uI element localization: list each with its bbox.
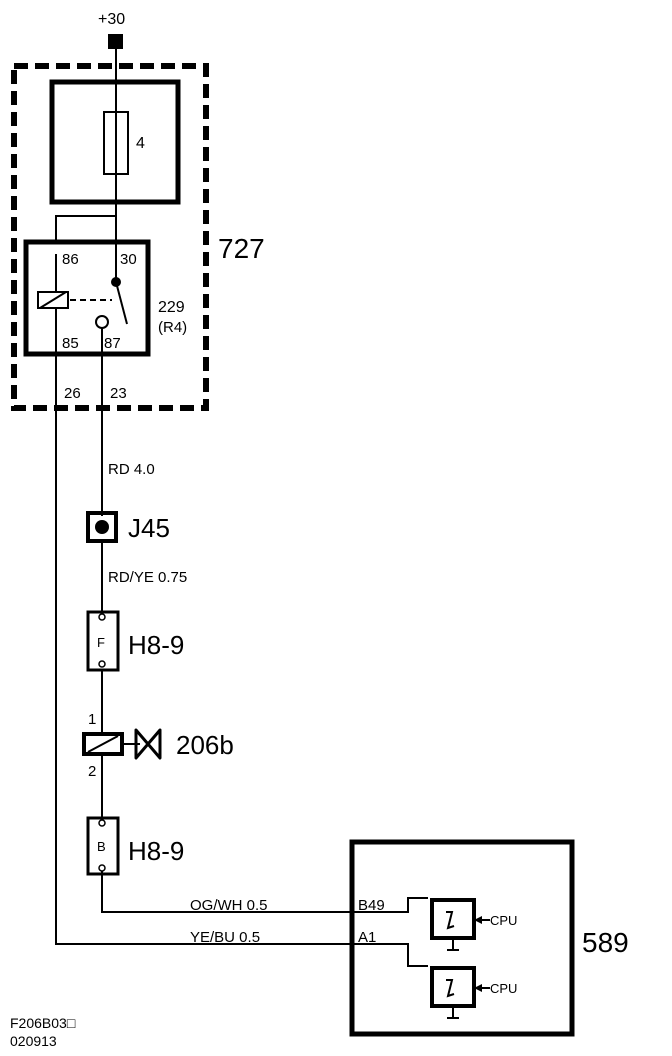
driver-1-symbol [446,911,455,930]
wire-label-rd: RD 4.0 [108,461,155,478]
connector-b-pin-top [98,819,106,827]
supply-label: +30 [98,11,125,28]
wire-label-yebu: YE/BU 0.5 [190,929,260,946]
wire-label-rdye: RD/YE 0.75 [108,569,187,586]
fuse-box-label: 727 [218,233,265,264]
connector-b-pin-bottom [98,864,106,872]
fuse-number: 4 [136,135,145,152]
relay-pin-30: 30 [120,251,137,268]
relay-229-outline [23,239,151,357]
connector-b-letter: B [97,839,106,854]
relay-sub: (R4) [158,319,187,336]
relay-pin-87: 87 [104,335,121,352]
driver-2 [430,966,476,1008]
box-pin-26: 26 [64,385,81,402]
relay-coil-slash [39,291,67,309]
control-unit-589 [349,839,575,1037]
connector-f-letter: F [97,635,105,650]
supply-terminal [108,34,123,49]
relay-id: 229 [158,299,185,316]
pin-a1: A1 [358,929,376,946]
valve-label: 206b [176,730,234,760]
driver-2-arrow-icon [474,984,482,992]
cpu-label-2: CPU [490,981,517,996]
relay-pin-86: 86 [62,251,79,268]
cpu-label-1: CPU [490,913,517,928]
fuse-box-727-outline [11,63,209,411]
valve-solenoid-slash [87,735,119,753]
connector-f-pin-top [98,613,106,621]
wire-yebu [55,354,428,967]
pin-b49: B49 [358,897,385,914]
box-pin-23: 23 [110,385,127,402]
splice-dot [95,520,109,534]
connector-f-pin-bottom [98,660,106,668]
footer-code: F206B03□ [10,1015,76,1031]
relay-contact-87 [95,315,109,329]
pin86-wire [55,215,116,242]
control-unit-label: 589 [582,927,629,958]
wire-label-ogwh: OG/WH 0.5 [190,897,268,914]
wire-ogwh [101,871,428,913]
footer-date: 020913 [10,1033,57,1049]
driver-1-arrow-icon [474,916,482,924]
connector-f-label: H8-9 [128,630,184,660]
valve-symbol [134,728,162,760]
valve-pin-1: 1 [88,711,96,728]
driver-2-symbol [446,979,455,998]
relay-switch-arm [115,281,128,325]
driver-1 [430,898,476,940]
relay-pin-85: 85 [62,335,79,352]
connector-b-label: H8-9 [128,836,184,866]
splice-label: J45 [128,513,170,543]
valve-pin-2: 2 [88,763,96,780]
